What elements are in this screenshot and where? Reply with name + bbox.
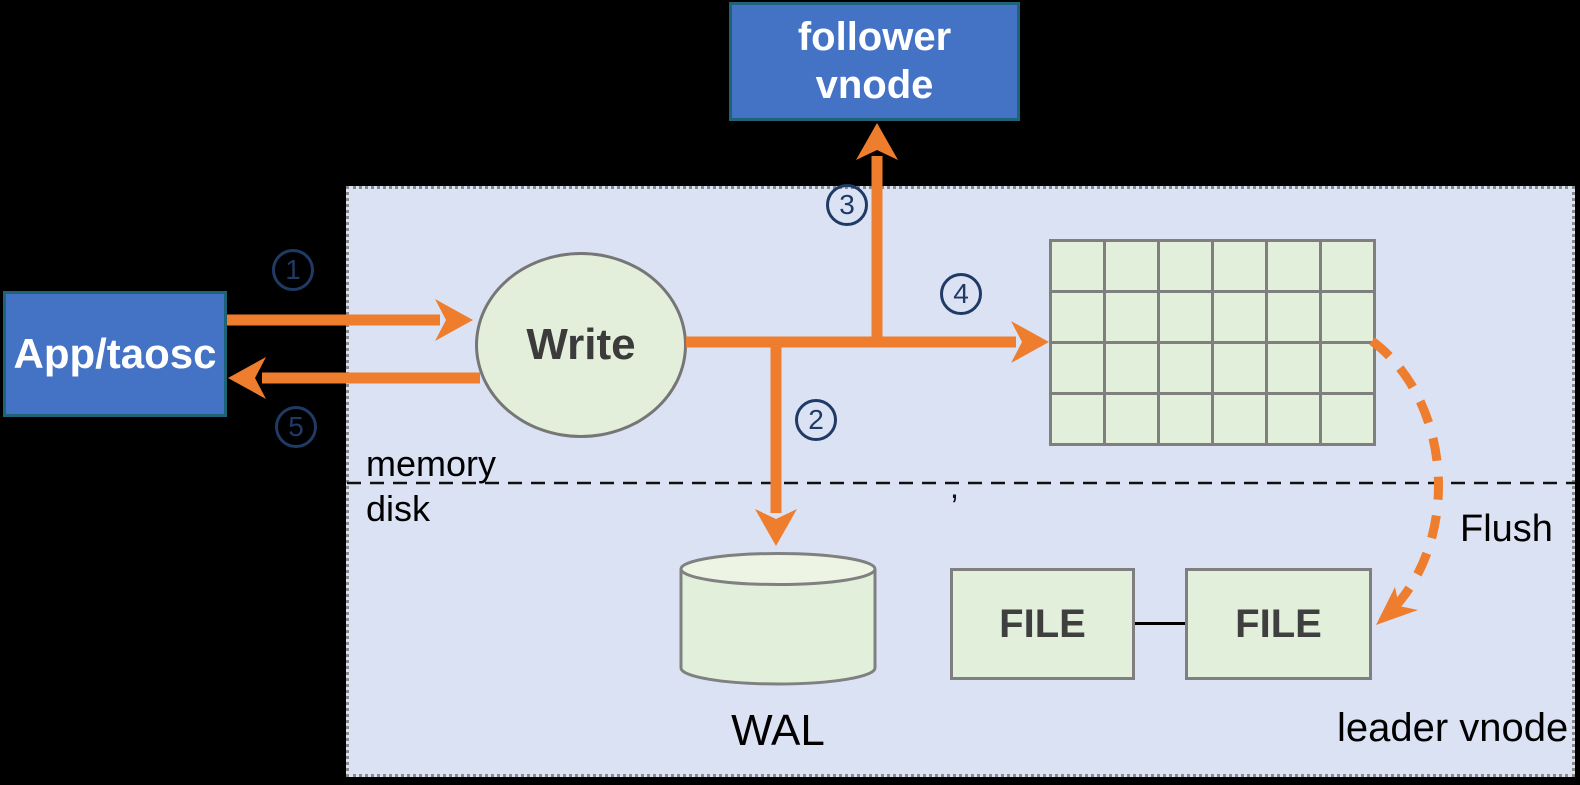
mem-table-cell xyxy=(1160,242,1211,290)
app-taosc-node: App/taosc xyxy=(3,291,227,417)
wal-label: WAL xyxy=(731,706,825,755)
memory-label: memory xyxy=(366,443,497,484)
step-badge-5: 5 xyxy=(275,406,317,448)
mem-table xyxy=(1049,239,1376,446)
file-node-right: FILE xyxy=(1185,568,1372,680)
follower-vnode-node: follower vnode xyxy=(729,2,1020,121)
mem-table-cell xyxy=(1214,293,1265,341)
wal-cylinder-icon xyxy=(678,550,878,688)
flush-label: Flush xyxy=(1460,508,1553,550)
mem-table-cell xyxy=(1106,293,1157,341)
file-node-left: FILE xyxy=(950,568,1135,680)
mem-table-cell xyxy=(1160,293,1211,341)
follower-vnode-label-line2: vnode xyxy=(815,62,934,107)
mem-table-cell xyxy=(1268,344,1319,392)
mem-table-cell xyxy=(1160,395,1211,443)
leader-vnode-label: leader vnode xyxy=(1337,706,1569,750)
disk-label: disk xyxy=(366,488,431,529)
mem-table-cell xyxy=(1268,242,1319,290)
mem-table-cell xyxy=(1052,395,1103,443)
step-badge-3: 3 xyxy=(826,184,868,226)
arrow-step3-head xyxy=(856,123,898,160)
mem-table-cell xyxy=(1052,344,1103,392)
mem-table-cell xyxy=(1052,293,1103,341)
mem-table-cell xyxy=(1322,344,1373,392)
mem-table-cell xyxy=(1214,242,1265,290)
step-badge-2: 2 xyxy=(795,399,837,441)
mem-table-cell xyxy=(1268,293,1319,341)
mem-table-cell xyxy=(1106,344,1157,392)
mem-table-cell xyxy=(1322,293,1373,341)
arrow-step5-head xyxy=(228,357,266,399)
mem-table-cell xyxy=(1322,395,1373,443)
follower-vnode-label-line1: follower xyxy=(797,15,952,60)
mem-table-cell xyxy=(1106,242,1157,290)
mem-table-cell xyxy=(1214,395,1265,443)
mem-table-cell xyxy=(1106,395,1157,443)
mem-table-cell xyxy=(1160,344,1211,392)
mem-table-cell xyxy=(1052,242,1103,290)
write-node: Write xyxy=(475,252,687,438)
step-badge-1: 1 xyxy=(272,249,314,291)
mem-table-cell xyxy=(1268,395,1319,443)
mem-table-cell xyxy=(1322,242,1373,290)
step-badge-4: 4 xyxy=(940,273,982,315)
mem-table-cell xyxy=(1214,344,1265,392)
file-connector-line xyxy=(1135,622,1185,625)
